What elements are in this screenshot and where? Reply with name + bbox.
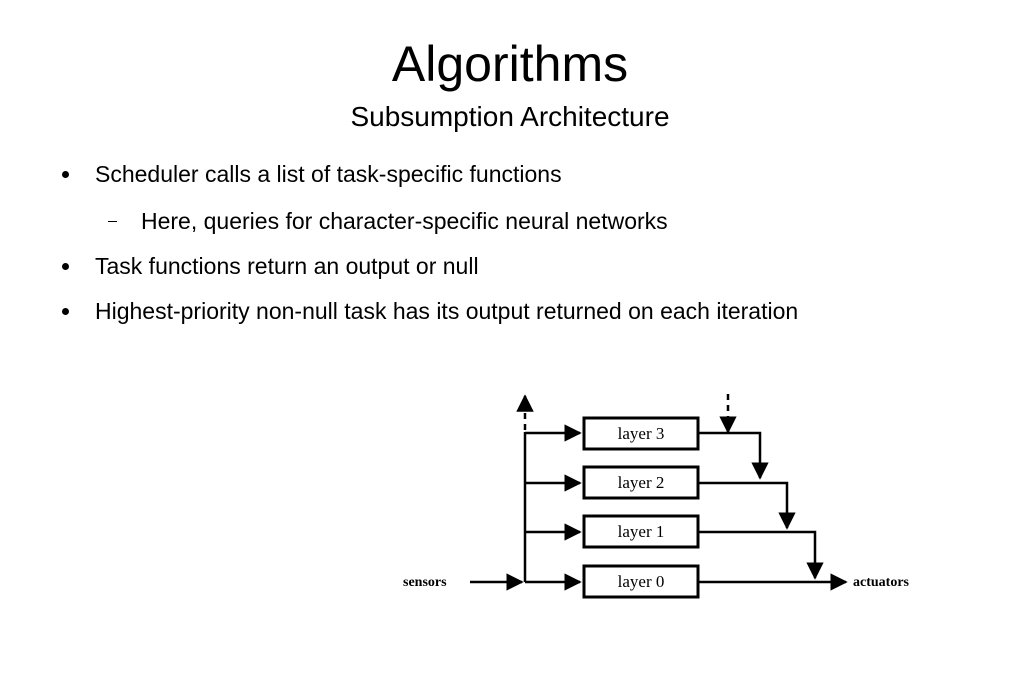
layer-label: layer 0: [618, 572, 665, 591]
layer-label: layer 1: [618, 522, 665, 541]
bullet-dot-icon: [62, 308, 69, 315]
bullet-item: Scheduler calls a list of task-specific …: [62, 160, 562, 188]
bullet-item: Task functions return an output or null: [62, 252, 479, 280]
layer-label: layer 2: [618, 473, 665, 492]
bullet-dot-icon: [62, 263, 69, 270]
layer-box-1: layer 1: [582, 514, 700, 549]
bullet-text: Scheduler calls a list of task-specific …: [95, 161, 562, 187]
sensors-label: sensors: [403, 575, 447, 590]
layer-box-3: layer 3: [582, 416, 700, 451]
output-cascade: [698, 431, 824, 580]
slide-title: Algorithms: [391, 36, 629, 92]
bullet-dash-icon: [108, 221, 117, 222]
bullet-text: Task functions return an output or null: [95, 253, 479, 279]
layer-label: layer 3: [618, 424, 665, 443]
bullet-item: Highest-priority non-null task has its o…: [62, 297, 799, 325]
layer-input-arrows: [525, 424, 582, 591]
actuators-label: actuators: [853, 575, 910, 590]
layer-box-2: layer 2: [582, 465, 700, 500]
slide-subtitle: Subsumption Architecture: [350, 101, 670, 132]
bullet-text: Here, queries for character-specific neu…: [141, 208, 668, 234]
sub-bullet-item: Here, queries for character-specific neu…: [108, 207, 668, 235]
layer-box-0: layer 0: [582, 564, 700, 599]
bullet-dot-icon: [62, 171, 69, 178]
bullet-text: Highest-priority non-null task has its o…: [95, 298, 799, 324]
